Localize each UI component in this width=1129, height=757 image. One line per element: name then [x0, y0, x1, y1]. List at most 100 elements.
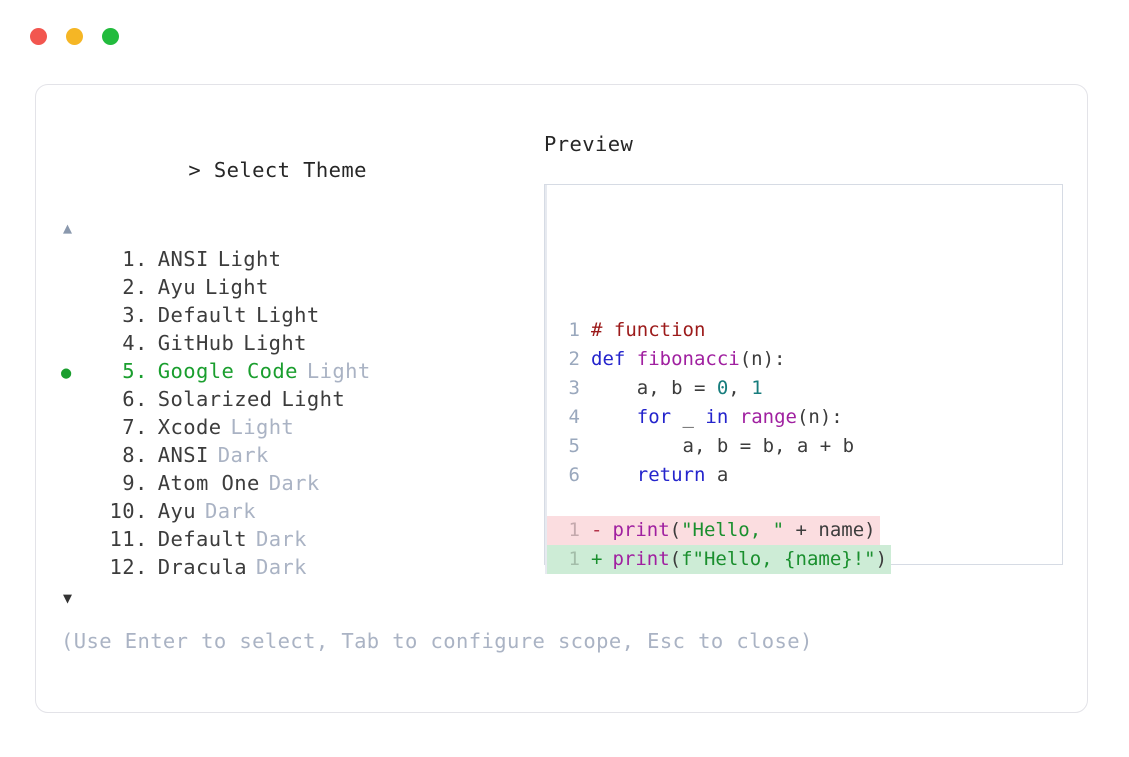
- theme-item-number-dot: .: [135, 527, 148, 551]
- code-line-text: return a: [591, 461, 729, 490]
- prompt-caret-icon: >: [188, 158, 202, 182]
- line-number: 1: [568, 319, 580, 341]
- theme-item-variant: Light: [306, 359, 371, 383]
- maximize-window-button[interactable]: [102, 27, 119, 45]
- keyboard-hint: (Use Enter to select, Tab to configure s…: [61, 629, 813, 653]
- code-line: 4 for _ in range(n):: [545, 403, 1062, 432]
- theme-item-number-dot: .: [135, 247, 148, 271]
- code-token: 1: [751, 377, 763, 399]
- theme-list-item[interactable]: 8. ANSI Dark: [61, 441, 531, 469]
- scroll-down-arrow-icon[interactable]: ▼: [63, 589, 73, 607]
- theme-item-name: Solarized: [157, 387, 273, 411]
- preview-label: Preview: [544, 132, 634, 156]
- theme-item-number-dot: .: [135, 275, 148, 299]
- theme-item-number: 9: [122, 471, 135, 495]
- theme-item-variant: Dark: [255, 527, 307, 551]
- diff-line-text: -print("Hello, " + name): [591, 516, 880, 545]
- diff-sign: +: [591, 548, 603, 570]
- theme-item-number: 12: [109, 555, 135, 579]
- theme-item-number: 1: [122, 247, 135, 271]
- theme-item-number: 11: [109, 527, 135, 551]
- code-line-text: a, b = 0, 1: [591, 374, 763, 403]
- theme-item-number-dot: .: [135, 443, 148, 467]
- theme-item-number: 8: [122, 443, 135, 467]
- code-token: range: [739, 406, 797, 428]
- theme-item-number-dot: .: [135, 471, 148, 495]
- code-blank-line: [545, 490, 1062, 516]
- theme-item-name: ANSI: [157, 247, 209, 271]
- scroll-up-arrow-icon[interactable]: ▲: [63, 219, 73, 237]
- diff-removed-line: 1-print("Hello, " + name): [545, 516, 1062, 545]
- line-number: 3: [568, 377, 580, 399]
- code-token: (: [669, 548, 682, 570]
- theme-item-name: Ayu: [157, 275, 196, 299]
- theme-item-number-dot: .: [135, 555, 148, 579]
- minimize-window-button[interactable]: [66, 27, 83, 45]
- line-number: 5: [568, 435, 580, 457]
- page-title: Select Theme: [213, 158, 367, 182]
- theme-item-variant: Light: [217, 247, 282, 271]
- code-token: in: [705, 406, 729, 428]
- theme-item-variant: Light: [281, 387, 346, 411]
- theme-item-name: ANSI: [157, 443, 209, 467]
- theme-item-name: Default: [157, 303, 247, 327]
- theme-list-item[interactable]: 3. Default Light: [61, 301, 531, 329]
- theme-item-number: 3: [122, 303, 135, 327]
- code-token: f"Hello, {name}!": [681, 548, 876, 570]
- theme-item-number: 2: [122, 275, 135, 299]
- code-token: ): [875, 548, 888, 570]
- code-line: 1 # function: [545, 316, 1062, 345]
- selected-bullet-icon: ●: [61, 363, 72, 383]
- theme-item-name: Default: [157, 527, 247, 551]
- diff-added-line: 1+print(f"Hello, {name}!"): [545, 545, 1062, 574]
- line-number: 1: [545, 516, 591, 545]
- code-token: _: [671, 406, 706, 428]
- code-token: for: [636, 406, 672, 428]
- theme-item-number-dot: .: [135, 387, 148, 411]
- theme-list-item[interactable]: 1. ANSI Light: [61, 245, 531, 273]
- code-token: [728, 406, 739, 428]
- theme-item-number-dot: .: [135, 499, 148, 523]
- theme-list-item[interactable]: 2. Ayu Light: [61, 273, 531, 301]
- code-token: fibonacci: [636, 348, 740, 370]
- code-line: 6 return a: [545, 461, 1062, 490]
- theme-item-variant: Light: [243, 331, 307, 355]
- diff-line-text: + print(f"Hello, {name}!"): [591, 545, 892, 574]
- theme-item-variant: Light: [204, 275, 269, 299]
- theme-item-number-dot: .: [135, 331, 148, 355]
- theme-item-name: Dracula: [157, 555, 247, 579]
- close-window-button[interactable]: [30, 27, 47, 45]
- line-number: 6: [568, 464, 580, 486]
- window-titlebar: [0, 0, 1129, 72]
- gutter-divider: [545, 185, 547, 574]
- theme-item-name: Google Code: [157, 359, 298, 383]
- code-token: print: [612, 548, 670, 570]
- code-token: def: [591, 348, 637, 370]
- code-token: 0: [716, 377, 729, 399]
- theme-list-item[interactable]: 11. Default Dark: [61, 525, 531, 553]
- code-token: return: [636, 464, 706, 486]
- theme-item-variant: Dark: [204, 499, 256, 523]
- code-token: a, b = b, a + b: [591, 435, 855, 457]
- theme-item-name: GitHub: [157, 331, 235, 355]
- theme-item-variant: Light: [255, 303, 320, 327]
- theme-item-number-dot: .: [135, 303, 148, 327]
- theme-item-name: Xcode: [157, 415, 222, 439]
- code-token: # function: [591, 319, 706, 341]
- code-token: + name): [784, 519, 876, 541]
- code-line-text: a, b = b, a + b: [591, 432, 855, 461]
- theme-item-number: 7: [122, 415, 135, 439]
- theme-item-variant: Dark: [217, 443, 269, 467]
- code-token: "Hello, ": [681, 519, 785, 541]
